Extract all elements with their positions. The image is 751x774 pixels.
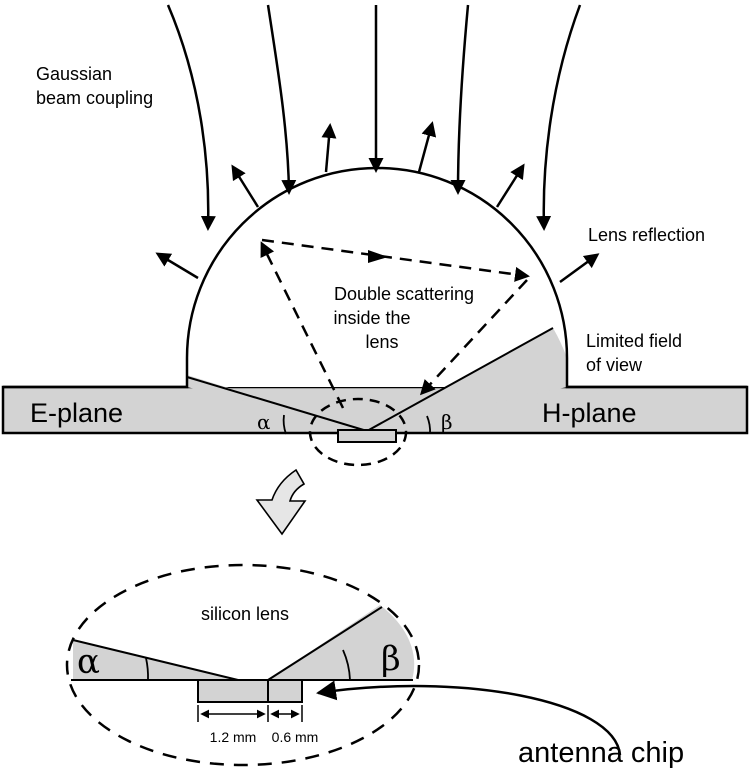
- zoom-detail: [65, 563, 421, 767]
- gaussian-label-2: beam coupling: [36, 88, 153, 108]
- h-plane-label: H-plane: [542, 398, 637, 428]
- double-scattering-label-1: Double scattering: [334, 284, 474, 304]
- detail-alpha-arc: [145, 657, 149, 681]
- limited-fov-label-1: Limited field: [586, 331, 682, 351]
- limited-fov-label-2: of view: [586, 355, 643, 375]
- detail-beta-wedge: [268, 605, 415, 680]
- zoom-ellipse-small: [308, 397, 408, 467]
- e-plane-label: E-plane: [30, 398, 123, 428]
- double-scattering-label-2: inside the: [333, 308, 410, 328]
- reflection-arrows: [155, 121, 600, 284]
- beta-label-large: β: [381, 639, 401, 679]
- alpha-label-large: α: [77, 642, 100, 682]
- detail-chip-right: [267, 679, 303, 703]
- dim-label-left: 1.2 mm: [210, 729, 257, 745]
- alpha-label-small: α: [257, 410, 271, 434]
- beta-arc: [426, 415, 431, 435]
- zoom-arrow: [255, 468, 307, 536]
- beta-label-small: β: [441, 410, 453, 434]
- lens-reflection-label: Lens reflection: [588, 225, 705, 245]
- gaussian-beam-arrows: [166, 4, 582, 231]
- dim-label-right: 0.6 mm: [272, 729, 319, 745]
- gaussian-label-1: Gaussian: [36, 64, 112, 84]
- dimension-lines: [197, 705, 303, 722]
- alpha-arc: [282, 414, 287, 435]
- zoom-ellipse-large: [65, 563, 421, 767]
- double-scattering-path: [260, 238, 530, 409]
- h-plane-wedge: [367, 328, 567, 431]
- double-scattering-label-3: lens: [365, 332, 398, 352]
- detail-chip-left: [197, 679, 269, 703]
- antenna-chip-small: [337, 429, 397, 443]
- antenna-chip-label: antenna chip: [518, 737, 684, 769]
- hemispherical-lens: [3, 166, 747, 432]
- silicon-lens-label: silicon lens: [201, 604, 289, 624]
- mid-arrowhead: [368, 250, 388, 263]
- detail-beta-arc: [342, 649, 351, 681]
- antenna-chip-pointer: [316, 680, 622, 756]
- substrate-slab: [1, 385, 749, 435]
